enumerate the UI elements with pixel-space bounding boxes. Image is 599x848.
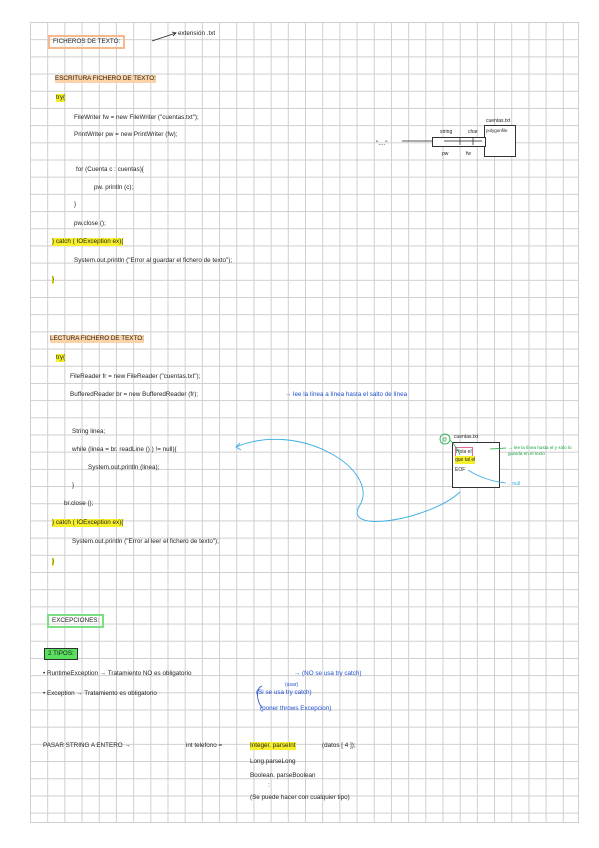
write-code-close: } bbox=[52, 276, 55, 284]
exceptions-heading: EXCEPCIONES: bbox=[47, 614, 105, 628]
write-diagram-file: cuentas.txt bbox=[486, 118, 511, 124]
parse-left: PASAR STRING A ENTERO → bbox=[43, 742, 131, 749]
extension-note: extensión .txt bbox=[178, 30, 216, 37]
read-code-line: System.out.println (linea); bbox=[88, 464, 160, 471]
null-arrow bbox=[467, 469, 507, 484]
write-diagram-pw: pw bbox=[442, 151, 449, 157]
write-heading: ESCRITURA FICHERO DE TEXTO: bbox=[55, 75, 156, 83]
parse-alt1: Long.parseLong bbox=[250, 758, 296, 765]
header-arrowhead bbox=[171, 31, 177, 37]
read-code-line: System.out.println ("Error al leer el fi… bbox=[72, 538, 219, 545]
read-diagram-right-note: → lee la línea hasta el y solo lo guarda… bbox=[508, 445, 572, 456]
read-file-line2: que tal el bbox=[455, 456, 476, 464]
read-badge-line bbox=[449, 439, 461, 456]
parse-note: (Se puede hacer con cualquier tipo) bbox=[250, 794, 350, 801]
parse-highlight: Integer. parseInt bbox=[250, 742, 296, 750]
read-code-try: try{ bbox=[56, 354, 66, 362]
parse-args: (datos [ 4 ]); bbox=[322, 742, 356, 749]
write-code-try: try{ bbox=[56, 94, 66, 102]
read-file-line3: EOF bbox=[455, 467, 466, 473]
read-diagram-badge: @ bbox=[442, 437, 448, 443]
parse-alt2: Boolean. parseBoolean bbox=[250, 772, 316, 779]
write-file-box: polygonfile bbox=[484, 125, 516, 157]
write-stream-pipe bbox=[432, 137, 486, 147]
exception-usar: (usar) bbox=[285, 682, 299, 688]
write-diagram-string: string bbox=[440, 129, 453, 135]
readline-loop-arrow bbox=[235, 438, 461, 522]
read-code-close: } bbox=[52, 558, 55, 566]
runtime-line: • RuntimeException → Tratamiento NO es o… bbox=[43, 670, 192, 677]
write-code-line: for (Cuenta c : cuentas){ bbox=[76, 166, 144, 173]
read-heading: LECTURA FICHERO DE TEXTO: bbox=[50, 335, 144, 343]
parse-code: int telefono = bbox=[186, 742, 223, 749]
write-diagram-char: char bbox=[468, 129, 478, 135]
read-diagram-null: → null bbox=[506, 481, 521, 487]
write-code-catch: } catch ( IOException ex){ bbox=[52, 238, 124, 246]
exception-opt1: (Si se usa try catch) bbox=[256, 689, 312, 696]
read-diagram-file: cuentas.txt bbox=[454, 434, 479, 440]
exception-brace bbox=[257, 685, 263, 709]
read-code-line: while (linea = br. readLine () ) != null… bbox=[72, 446, 177, 453]
read-code-line: FileReader fr = new FileReader ("cuentas… bbox=[70, 373, 201, 380]
header-arrow bbox=[151, 32, 177, 42]
read-code-line: BufferedReader br = new BufferedReader (… bbox=[70, 391, 199, 398]
page-title: FICHEROS DE TEXTO: bbox=[48, 35, 126, 49]
readline-loop-head bbox=[235, 442, 242, 451]
read-note-readline: → lee la línea a línea hasta el salto de… bbox=[285, 391, 408, 398]
write-code-line: System.out.println ("Error al guardar el… bbox=[74, 257, 233, 264]
runtime-note: → (NO se usa try catch) bbox=[294, 670, 362, 677]
read-code-line: br.close (); bbox=[64, 500, 94, 507]
parse-dots: : bbox=[268, 782, 270, 789]
exception-opt2: (poner throws Excepcion) bbox=[260, 705, 332, 712]
read-code-line: } bbox=[72, 482, 75, 489]
write-file-inner: polygonfile bbox=[486, 128, 508, 133]
types-heading: 2 TIPOS: bbox=[44, 648, 78, 660]
read-code-catch: } catch ( IOException ex){ bbox=[52, 519, 124, 527]
write-code-line: } bbox=[74, 201, 77, 208]
right-note-arrow bbox=[489, 447, 507, 450]
write-code-line: PrintWriter pw = new PrintWriter (fw); bbox=[74, 131, 178, 138]
write-diagram-dots: "...." bbox=[376, 140, 388, 147]
exception-line: • Exception → Tratamiento es obligatorio bbox=[43, 690, 157, 697]
write-code-line: FileWriter fw = new FileWriter ("cuentas… bbox=[74, 114, 199, 121]
write-code-line: pw. println (c); bbox=[94, 184, 134, 191]
write-diagram-fw: fw bbox=[466, 151, 471, 157]
write-code-line: pw.close (); bbox=[74, 220, 106, 227]
read-code-line: String linea; bbox=[72, 428, 106, 435]
read-badge-circle bbox=[439, 433, 451, 445]
